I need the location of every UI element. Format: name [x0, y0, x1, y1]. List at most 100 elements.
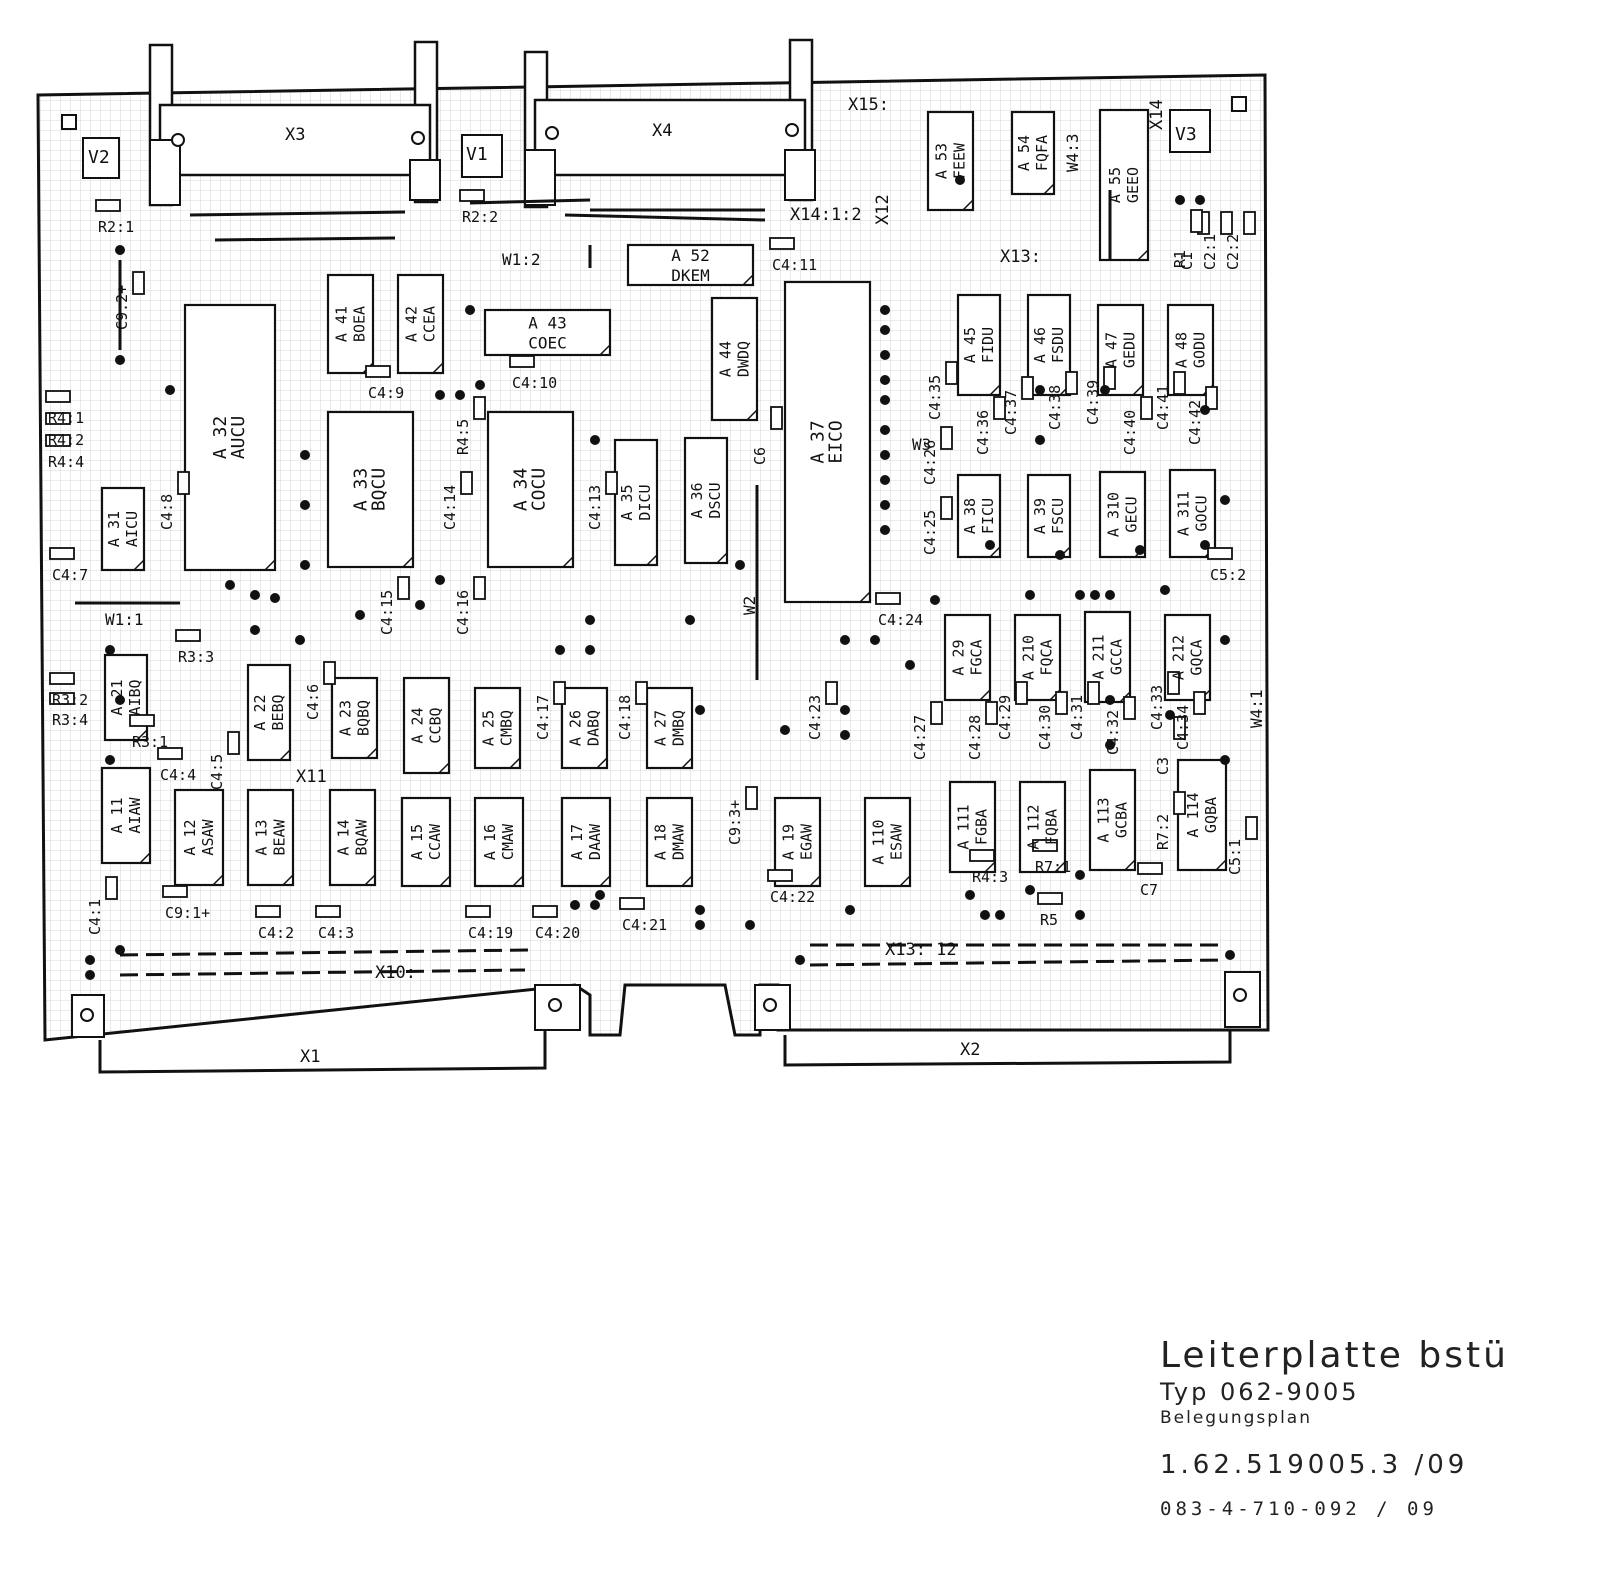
chip-notch: [402, 556, 414, 568]
chip-notch: [979, 689, 991, 701]
chip-code-a-52: DKEM: [671, 266, 710, 285]
chip-id-a-311: A 311: [1175, 491, 1193, 536]
solder-pad: [570, 900, 580, 910]
chip-code-a-36: DSCU: [706, 482, 724, 518]
resistor-r2-1: R2:1: [98, 218, 134, 236]
chip-code-a-53: FEEW: [951, 142, 969, 179]
mounting-tab-left: [71, 994, 105, 1038]
chip-notch: [512, 875, 524, 887]
resistor-body: [473, 396, 486, 420]
solder-pad: [585, 645, 595, 655]
resistor-r2-2: R2:2: [462, 208, 498, 226]
chip-id-a-210: A 210: [1020, 635, 1038, 680]
chip-a-36: [683, 436, 729, 565]
chip-notch: [279, 749, 291, 761]
capacitor-body: [770, 406, 783, 430]
chip-id-a-32: A 32: [210, 416, 231, 459]
capacitor-c4-21: C4:21: [622, 916, 667, 934]
chip-notch: [264, 559, 276, 571]
chip-notch: [1132, 384, 1144, 396]
chip-a-18: [645, 796, 694, 888]
capacitor-body: [1173, 371, 1186, 395]
wire-w4-3: W4:3: [1063, 133, 1082, 172]
chip-code-a-43: COEC: [528, 334, 567, 353]
solder-pad: [840, 705, 850, 715]
solder-pad: [1200, 405, 1210, 415]
capacitor-body: [1173, 716, 1186, 740]
solder-pad: [1105, 740, 1115, 750]
capacitor-c4-30: C4:30: [1036, 705, 1054, 750]
resistor-r4-2: R4:2: [48, 431, 84, 449]
solder-pad: [250, 590, 260, 600]
capacitor-c4-9: C4:9: [368, 384, 404, 402]
solder-pad: [300, 560, 310, 570]
chip-a-54: [1010, 110, 1056, 196]
chip-code-a-48: GODU: [1191, 332, 1209, 368]
solder-pad: [1105, 695, 1115, 705]
capacitor-body: [985, 701, 998, 725]
transistor-v2: V2: [88, 147, 110, 168]
connector-x2: X2: [960, 1040, 980, 1060]
capacitor-c4-28: C4:28: [966, 715, 984, 760]
chip-a-310: [1098, 470, 1147, 559]
solder-pad: [585, 615, 595, 625]
capacitor-body: [532, 905, 558, 918]
chip-a-53: [926, 110, 975, 212]
resistor-r5: R5: [1040, 911, 1058, 929]
capacitor-c4-34: C4:34: [1174, 705, 1192, 750]
chip-code-a-23: BQBQ: [355, 700, 373, 736]
chip-code-a-14: BQAW: [353, 818, 371, 855]
solder-pad: [985, 540, 995, 550]
resistor-body: [1032, 839, 1058, 852]
capacitor-body: [323, 661, 336, 685]
capacitor-body: [825, 681, 838, 705]
transistor-v1: V1: [466, 144, 488, 165]
capacitor-c7: C7: [1140, 881, 1158, 899]
solder-pad: [1220, 755, 1230, 765]
capacitor-body: [365, 365, 391, 378]
resistor-body: [1173, 791, 1186, 815]
chip-a-32: [183, 303, 277, 572]
capacitor-c4-13: C4:13: [586, 485, 604, 530]
solder-pad: [555, 645, 565, 655]
resistor-body: [45, 390, 71, 403]
capacitor-c4-1: C4:1: [86, 899, 104, 935]
capacitor-body: [1123, 696, 1136, 720]
chip-a-44: [710, 296, 759, 422]
chip-id-a-110: A 110: [870, 819, 888, 864]
capacitor-body: [315, 905, 341, 918]
chip-notch: [989, 546, 1001, 558]
mounting-tab-right: [754, 984, 791, 1031]
chip-id-a-19: A 19: [780, 824, 798, 860]
drawing-number: 1.62.519005.3 /09: [1160, 1450, 1469, 1480]
chip-code-a-33: BQCU: [369, 468, 390, 511]
capacitor-c4-26: C4:26: [921, 440, 939, 485]
chip-id-a-310: A 310: [1105, 492, 1123, 537]
chip-code-a-38: FICU: [979, 498, 997, 534]
mounting-tab-mid: [534, 984, 581, 1031]
chip-id-a-22: A 22: [251, 694, 269, 730]
chip-code-a-211: GCCA: [1108, 639, 1126, 675]
capacitor-c4-15: C4:15: [378, 590, 396, 635]
connector-x14-1-2: X14:1:2: [790, 205, 862, 225]
chip-notch: [366, 747, 378, 759]
solder-pad: [880, 425, 890, 435]
resistor-r3-3: R3:3: [178, 648, 214, 666]
solder-pad: [165, 385, 175, 395]
chip-a-29: [943, 613, 992, 702]
capacitor-body: [397, 576, 410, 600]
capacitor-body: [993, 396, 1006, 420]
solder-pad: [1075, 910, 1085, 920]
capacitor-c4-24: C4:24: [878, 611, 923, 629]
chip-a-45: [956, 293, 1002, 397]
chip-a-33: [326, 410, 415, 569]
chip-notch: [646, 554, 658, 566]
solder-pad: [780, 725, 790, 735]
capacitor-body: [940, 496, 953, 520]
chip-id-a-31: A 31: [105, 511, 123, 547]
solder-pad: [1100, 385, 1110, 395]
resistor-r4-5: R4:5: [454, 419, 472, 455]
capacitor-body: [177, 471, 190, 495]
resistor-body: [49, 692, 75, 705]
capacitor-c4-20: C4:20: [535, 924, 580, 942]
